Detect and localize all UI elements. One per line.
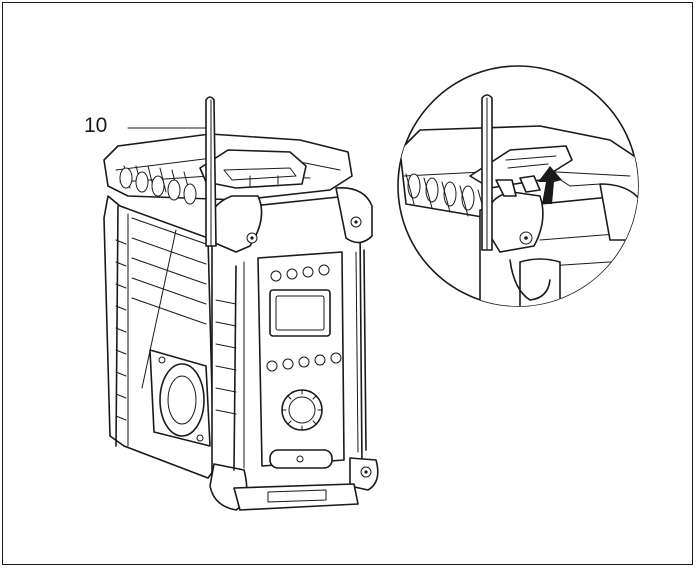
lcd-display [269,289,331,337]
callout-label-antenna: 10 [84,114,108,137]
detail-battery-cover [469,145,601,197]
detail-inset [397,65,639,307]
lift-arrow-icon [538,166,562,204]
detail-handle-ribs [405,173,487,219]
handle-ribs [119,165,197,205]
front-rail-slots [215,299,237,415]
bumper-top-right [335,187,373,244]
volume-knob [281,389,323,431]
left-speaker [149,349,211,447]
antenna [205,96,217,247]
detail-antenna [481,94,493,251]
jobsite-radio [103,96,379,511]
top-button-row [270,264,330,282]
port-cover [269,449,333,469]
base-foot [233,483,359,511]
bottom-button-row [266,352,342,372]
side-slots [115,239,127,421]
